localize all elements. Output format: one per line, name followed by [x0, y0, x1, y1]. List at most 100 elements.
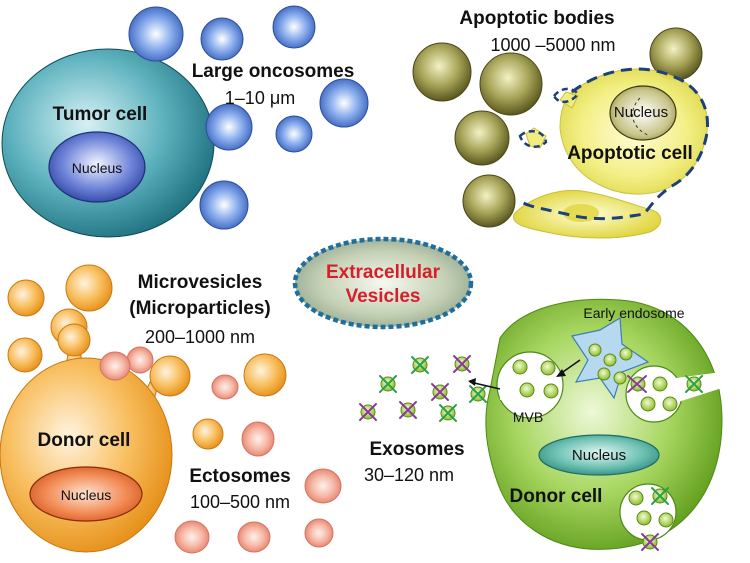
center-title-line1: Extracellular	[326, 262, 441, 283]
oncosome	[128, 6, 184, 62]
exosome	[597, 367, 611, 381]
exosome	[613, 371, 627, 385]
apoptotic-bodies-label: Apoptotic bodies	[459, 8, 614, 29]
exosome-marker	[431, 383, 449, 401]
mvb-opening	[499, 372, 512, 400]
budding-vesicle	[192, 418, 224, 450]
exosome-spikes	[359, 355, 703, 551]
apoptotic-body	[412, 42, 472, 102]
large-oncosomes-label: Large oncosomes	[192, 61, 355, 82]
microvesicle	[7, 337, 43, 373]
budding-vesicle	[57, 323, 91, 357]
exosome	[512, 359, 528, 375]
large-oncosomes	[128, 5, 369, 230]
exosome-marker	[453, 355, 471, 373]
exosome	[588, 343, 602, 357]
ectosome	[174, 520, 210, 554]
center-ellipse	[292, 236, 474, 330]
exosome	[619, 347, 633, 361]
apoptotic-nucleus-label: Nucleus	[614, 104, 668, 121]
ectosome	[304, 518, 334, 548]
ectosome	[99, 351, 131, 381]
exosome-marker	[411, 356, 429, 374]
apoptotic-nucleus-fragmentation	[632, 97, 651, 137]
release-arrow-head	[468, 378, 476, 386]
microvesicles-label-line1: Microvesicles	[138, 272, 263, 293]
exosome	[603, 353, 617, 367]
large-oncosomes-size: 1–10 μm	[225, 88, 295, 108]
microvesicles	[7, 264, 287, 397]
exosome-marker	[641, 533, 659, 551]
apoptotic-small-membrane	[518, 129, 548, 149]
oncosome	[199, 180, 249, 230]
mvb-label: MVB	[513, 409, 543, 425]
green-nucleus-label: Nucleus	[572, 447, 626, 464]
endosome-arrow-head	[556, 369, 566, 377]
apoptotic-fragment-core	[563, 204, 599, 222]
exosome-marker	[359, 403, 377, 421]
microvesicle	[243, 353, 287, 397]
ectosomes-label: Ectosomes	[189, 466, 290, 487]
early-endosome-label: Early endosome	[583, 305, 684, 321]
center-extracellular-vesicles: Extracellular Vesicles	[292, 236, 474, 330]
apoptotic-blebs	[559, 91, 579, 109]
exosome-marker	[651, 487, 669, 505]
exosome-marker	[469, 385, 487, 403]
oncosome	[200, 17, 244, 61]
exosome	[640, 396, 656, 412]
exosome	[543, 383, 559, 399]
apoptotic-dashed-membrane	[518, 67, 709, 221]
donor-cell-nucleus	[29, 466, 143, 522]
apoptotic-body	[479, 52, 543, 116]
apoptotic-body	[462, 174, 516, 228]
oncosome	[275, 115, 313, 153]
center-title-line2: Vesicles	[345, 286, 420, 307]
ectosome	[237, 521, 271, 553]
apoptotic-body	[454, 110, 510, 166]
exosome-marker	[439, 404, 457, 422]
exosome	[662, 396, 678, 412]
ectosomes-size: 100–500 nm	[190, 492, 290, 512]
tumor-nucleus-label: Nucleus	[72, 160, 123, 176]
tumor-nucleus	[48, 131, 146, 203]
ectosome	[304, 468, 342, 504]
apoptotic-bodies-size: 1000 –5000 nm	[490, 35, 615, 55]
donor-cell-orange	[0, 323, 224, 553]
apoptotic-nucleus	[609, 85, 677, 141]
exosome-marker	[379, 375, 397, 393]
oncosome	[272, 5, 316, 49]
exosome	[540, 360, 556, 376]
tumor-cell-label: Tumor cell	[53, 104, 148, 125]
exosomes-size: 30–120 nm	[364, 465, 454, 485]
mvb-right	[625, 365, 683, 423]
tumor-cell-group: Tumor cell Nucleus	[1, 48, 215, 238]
ectosome	[211, 374, 239, 400]
ectosome	[241, 421, 275, 457]
budding-vesicle	[149, 355, 191, 397]
microvesicles-label-line2: (Microparticles)	[129, 298, 270, 319]
microvesicle	[65, 264, 113, 312]
microvesicle	[7, 279, 45, 317]
exosome	[658, 512, 674, 528]
apoptotic-cell	[512, 67, 709, 239]
donor-cell-orange-label: Donor cell	[38, 430, 131, 451]
donor-cell-body	[0, 357, 173, 553]
exosome	[636, 510, 652, 526]
exosome	[652, 376, 668, 392]
exosome	[519, 382, 535, 398]
donor-cell-green-label: Donor cell	[510, 486, 603, 507]
donor-cell-orange-nucleus-label: Nucleus	[61, 487, 112, 503]
exosome-marker	[627, 375, 647, 393]
ectosomes	[99, 351, 342, 554]
green-cell-nucleus	[538, 434, 660, 476]
apoptotic-cell-label: Apoptotic cell	[567, 143, 693, 164]
exosomes-label: Exosomes	[369, 439, 464, 460]
small-bleb	[126, 346, 154, 374]
oncosome	[205, 103, 253, 151]
exosome-marker	[399, 401, 417, 419]
exosome	[628, 490, 644, 506]
exosome-marker	[685, 375, 703, 393]
oncosome	[319, 78, 369, 128]
